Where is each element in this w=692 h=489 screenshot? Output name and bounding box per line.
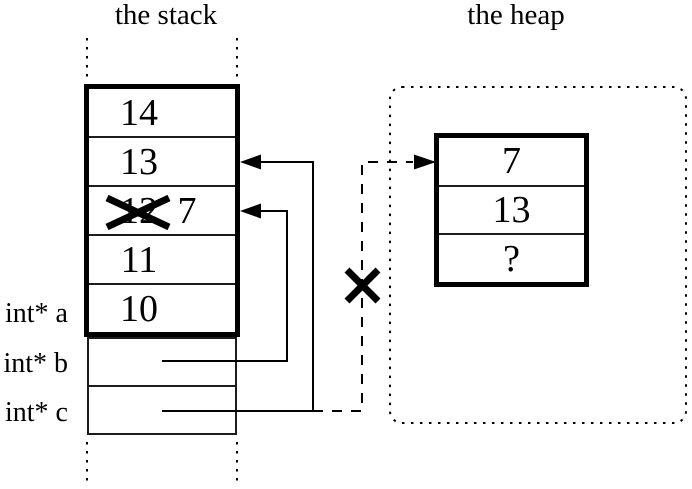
stack-cell: 13 — [89, 136, 235, 185]
freed-pointer-dashed-line — [313, 161, 413, 412]
heap-cell: 7 — [439, 138, 584, 185]
stack-cell-overwritten: 12 7 — [89, 185, 235, 234]
pointer-slot-c — [89, 385, 235, 433]
stack-cell: 11 — [89, 234, 235, 283]
heap-cell-value: 13 — [492, 189, 531, 231]
stack-cell-value: 13 — [120, 140, 158, 183]
heap-title: the heap — [467, 0, 565, 31]
pointer-b-arrowhead — [240, 203, 261, 219]
heap-object-box: 7 13 ? — [434, 133, 589, 287]
heap-cell: 13 — [439, 184, 584, 234]
pointer-slots-box — [87, 337, 237, 435]
stack-cell-value: 11 — [120, 238, 158, 281]
pointer-slot-b — [89, 339, 235, 385]
label-int-b: int* b — [3, 348, 68, 379]
stack-cell-value: 14 — [120, 91, 158, 134]
stack-title: the stack — [114, 0, 218, 31]
pointer-c-arrowhead — [240, 154, 261, 170]
freed-pointer-x-icon — [344, 267, 381, 304]
freed-pointer-arrowhead — [414, 154, 436, 170]
heap-cell-value: 7 — [502, 140, 521, 183]
stack-cell: 14 — [89, 89, 235, 136]
label-int-c: int* c — [5, 397, 68, 428]
heap-cell: ? — [439, 233, 584, 282]
stack-cell-new-value: 7 — [177, 189, 197, 232]
stack-cell: 10 — [89, 283, 235, 332]
stack-frame-box: 14 13 12 7 11 10 — [84, 84, 240, 337]
label-int-a: int* a — [5, 298, 68, 329]
heap-cell-value: ? — [503, 237, 520, 280]
stack-cell-value: 10 — [120, 287, 158, 330]
